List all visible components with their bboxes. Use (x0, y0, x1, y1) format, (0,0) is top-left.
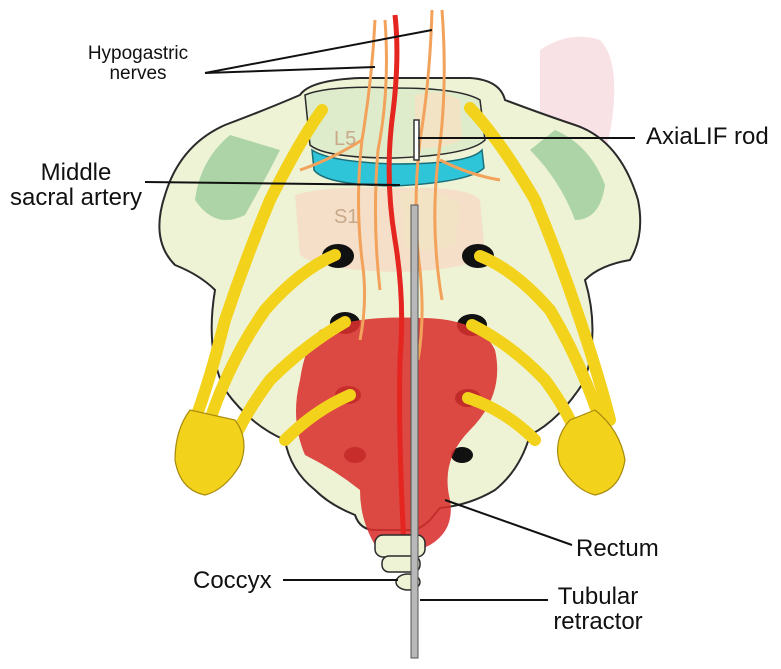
leader-rectum (444, 499, 573, 546)
sacral-plexus-right (557, 409, 626, 496)
label-middle-sacral-line1: Middle (40, 159, 112, 186)
label-axialif-rod: AxiaLIF rod (646, 123, 769, 150)
foramen-right-4 (451, 447, 473, 463)
sacral-plexus-left (174, 409, 245, 496)
leader-lines (144, 29, 635, 601)
label-hypogastric-nerves: Hypogastric nerves (74, 44, 202, 84)
leader-middle-sacral (144, 181, 401, 186)
hypogastric-nerves (299, 9, 501, 361)
label-tubular-retractor: Tubular retractor (548, 583, 648, 636)
s1-bone-texture (400, 190, 460, 251)
axialif-rod (413, 119, 420, 161)
label-tubular-line1: Tubular (557, 583, 639, 610)
label-tubular-line2: retractor (553, 608, 643, 636)
tubular-retractor (410, 204, 419, 659)
leader-hypogastric-1 (204, 29, 433, 74)
right-wing-shadow (530, 130, 605, 220)
label-vertebra-s1: S1 (334, 206, 359, 228)
label-vertebra-l5: L5 (334, 128, 357, 150)
rectum (296, 317, 498, 553)
label-hypogastric-line2: nerves (109, 62, 167, 84)
l5-bone-texture (415, 92, 462, 149)
intervertebral-disc (311, 148, 485, 187)
label-hypogastric-line1: Hypogastric (87, 43, 189, 64)
label-rectum: Rectum (576, 535, 659, 562)
middle-sacral-artery (386, 14, 408, 566)
left-wing-shadow (195, 135, 280, 220)
label-coccyx: Coccyx (193, 567, 272, 594)
leader-hypogastric-2 (204, 66, 376, 74)
label-middle-sacral-line2: sacral artery (9, 184, 143, 212)
label-middle-sacral-artery: Middle sacral artery (6, 159, 146, 212)
